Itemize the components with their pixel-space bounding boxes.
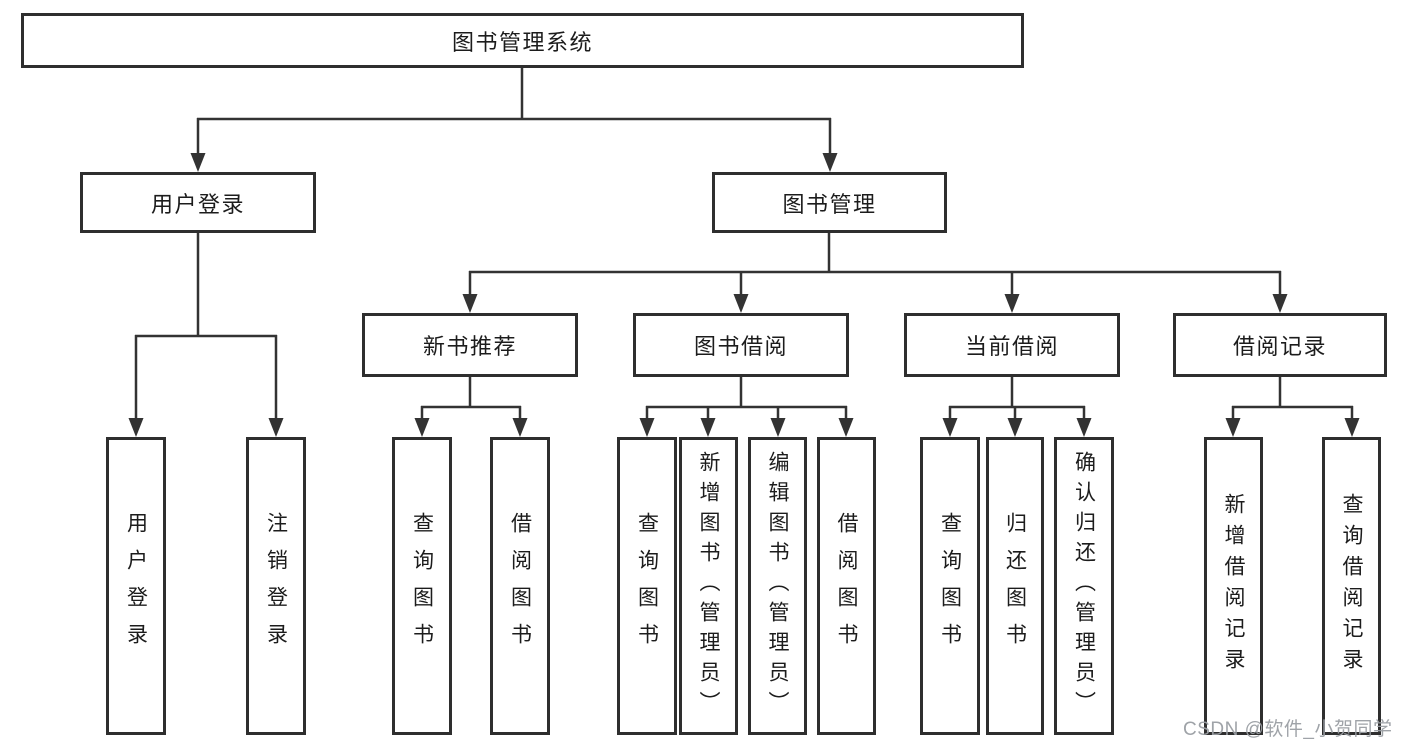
- leaf-query-books-current: 查询图书: [920, 437, 980, 735]
- node-label: 归还图书: [1003, 512, 1027, 660]
- node-label: 当前借阅: [964, 334, 1059, 359]
- node-root-library-system: 图书管理系统: [21, 13, 1024, 68]
- node-label: 编辑图书（管理员）: [766, 451, 789, 721]
- node-borrowing-records: 借阅记录: [1173, 313, 1387, 377]
- node-label: 查询借阅记录: [1340, 493, 1363, 679]
- leaf-borrow-books: 借阅图书: [817, 437, 876, 735]
- leaf-add-borrow-record: 新增借阅记录: [1204, 437, 1263, 735]
- leaf-query-books-recommend: 查询图书: [392, 437, 452, 735]
- node-label: 新书推荐: [422, 334, 517, 359]
- node-user-login-module: 用户登录: [80, 172, 316, 233]
- node-label: 借阅图书: [835, 512, 858, 660]
- leaf-edit-books-admin: 编辑图书（管理员）: [748, 437, 807, 735]
- node-label: 查询图书: [635, 512, 659, 660]
- node-label: 查询图书: [938, 512, 962, 660]
- node-label: 新增借阅记录: [1222, 493, 1245, 679]
- leaf-query-books-borrowing: 查询图书: [617, 437, 677, 735]
- leaf-logout: 注销登录: [246, 437, 306, 735]
- node-current-borrowing: 当前借阅: [904, 313, 1120, 377]
- node-book-borrowing: 图书借阅: [633, 313, 849, 377]
- node-label: 借阅记录: [1232, 334, 1327, 359]
- node-label: 新增图书（管理员）: [697, 451, 720, 721]
- node-label: 确认归还（管理员）: [1072, 451, 1096, 721]
- leaf-user-login: 用户登录: [106, 437, 166, 735]
- leaf-query-borrow-record: 查询借阅记录: [1322, 437, 1381, 735]
- node-label: 图书借阅: [693, 334, 788, 359]
- node-label: 查询图书: [410, 512, 434, 660]
- node-label: 图书管理系统: [451, 29, 593, 55]
- node-new-book-recommend: 新书推荐: [362, 313, 578, 377]
- node-label: 用户登录: [150, 191, 245, 217]
- leaf-add-books-admin: 新增图书（管理员）: [679, 437, 738, 735]
- node-label: 借阅图书: [508, 512, 532, 660]
- node-book-management-module: 图书管理: [712, 172, 947, 233]
- leaf-borrow-books-recommend: 借阅图书: [490, 437, 550, 735]
- csdn-watermark: CSDN @软件_小贺同学: [1183, 719, 1393, 740]
- leaf-return-books: 归还图书: [986, 437, 1044, 735]
- node-label: 图书管理: [782, 191, 877, 217]
- node-label: 注销登录: [264, 512, 288, 660]
- leaf-confirm-return-admin: 确认归还（管理员）: [1054, 437, 1114, 735]
- node-label: 用户登录: [124, 512, 148, 660]
- arrowhead-icons: [128, 153, 1360, 437]
